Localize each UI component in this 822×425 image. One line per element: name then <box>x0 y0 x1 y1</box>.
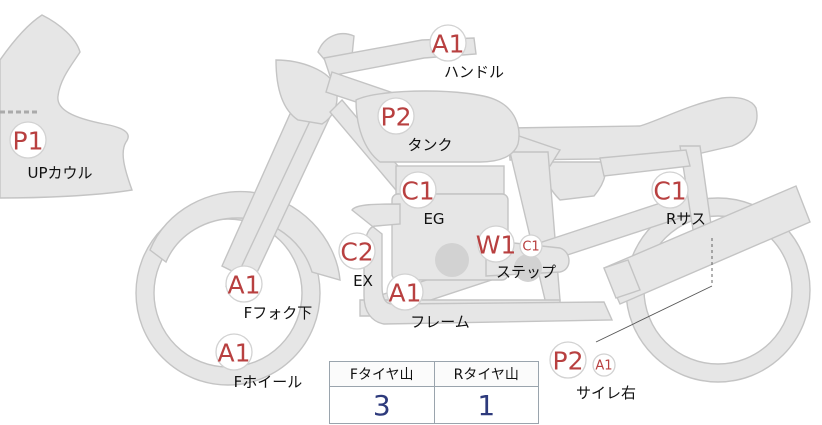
damage-code-badge-step-ring <box>477 225 515 263</box>
damage-subcode-badge-muffler-r-ring <box>592 353 616 377</box>
damage-code-badge-engine: C1 <box>399 171 437 209</box>
part-annotation-frame: A1 フレーム <box>386 273 470 331</box>
damage-code-badge-handle: A1 <box>429 24 467 62</box>
damage-code-badge-muffler-r: P2 <box>549 341 587 379</box>
damage-code-badge-tank-ring <box>377 97 415 135</box>
damage-code-badge-frame-text: A1 <box>388 279 421 308</box>
damage-code-badge-front-wheel-ring <box>215 333 253 371</box>
part-label-muffler-r: サイレ右 <box>576 384 636 402</box>
part-label-front-fork: Fフォク下 <box>244 304 313 322</box>
damage-code-badge-muffler-r-ring <box>549 341 587 379</box>
part-label-engine: EG <box>423 210 444 228</box>
front-tire-header: Fタイヤ山 <box>329 361 435 387</box>
damage-code-badge-exhaust-text: C2 <box>340 238 373 267</box>
silencer-leader <box>595 285 713 343</box>
seat-shape <box>507 96 758 161</box>
damage-code-badge-rear-sus-ring <box>651 171 689 209</box>
part-label-front-wheel: Fホイール <box>234 373 303 391</box>
exhaust-pipe-shape <box>351 203 614 325</box>
damage-code-badge-step: W1 <box>476 225 517 263</box>
damage-subcode-badge-step-text: C1 <box>522 240 539 255</box>
damage-code-badge-engine-ring <box>399 171 437 209</box>
part-label-handle: ハンドル <box>444 63 504 81</box>
damage-code-badge-frame-ring <box>386 273 424 311</box>
damage-code-badge-tank: P2 <box>377 97 415 135</box>
rear-tire-header: Rタイヤ山 <box>433 361 539 387</box>
damage-code-badge-rear-sus-text: C1 <box>653 177 686 206</box>
front-tire-value: 3 <box>329 386 435 424</box>
damage-code-badge-exhaust: C2 <box>338 232 376 270</box>
rear-tire-value: 1 <box>433 386 539 424</box>
damage-code-badge-exhaust-ring <box>338 232 376 270</box>
damage-subcode-badge-step: C1 <box>519 234 543 258</box>
part-label-frame: フレーム <box>410 313 470 331</box>
damage-code-badge-up-cowl: P1 <box>9 121 47 159</box>
part-label-tank: タンク <box>407 136 452 154</box>
damage-code-badge-tank-text: P2 <box>381 103 412 132</box>
part-annotation-muffler-r: P2 A1 サイレ右 <box>549 341 636 402</box>
damage-code-badge-front-fork: A1 <box>225 265 263 303</box>
damage-code-badge-handle-ring <box>429 24 467 62</box>
part-annotation-step: W1 C1 ステップ <box>476 225 556 281</box>
part-label-exhaust: EX <box>353 272 373 290</box>
damage-subcode-badge-muffler-r-text: A1 <box>595 359 612 374</box>
damage-code-badge-front-wheel: A1 <box>215 333 253 371</box>
damage-subcode-badge-muffler-r: A1 <box>592 353 616 377</box>
damage-code-badge-engine-text: C1 <box>401 177 434 206</box>
damage-code-badge-front-wheel-text: A1 <box>217 339 250 368</box>
damage-code-badge-front-fork-text: A1 <box>227 271 260 300</box>
part-label-rear-sus: Rサス <box>666 210 706 228</box>
damage-code-badge-muffler-r-text: P2 <box>553 347 584 376</box>
damage-subcode-badge-step-ring <box>519 234 543 258</box>
damage-code-badge-front-fork-ring <box>225 265 263 303</box>
muffler-shape <box>603 185 811 305</box>
damage-code-badge-handle-text: A1 <box>431 30 464 59</box>
part-annotation-tank: P2 タンク <box>377 97 453 154</box>
damage-code-badge-rear-sus: C1 <box>651 171 689 209</box>
damage-code-badge-up-cowl-ring <box>9 121 47 159</box>
part-annotation-handle: A1 ハンドル <box>429 24 504 81</box>
damage-code-badge-frame: A1 <box>386 273 424 311</box>
part-label-step: ステップ <box>496 263 556 281</box>
part-label-up-cowl: UPカウル <box>27 164 92 182</box>
damage-code-badge-up-cowl-text: P1 <box>13 127 44 156</box>
tire-tread-table: Fタイヤ山 Rタイヤ山 3 1 <box>329 361 539 424</box>
damage-code-badge-step-text: W1 <box>476 231 517 260</box>
